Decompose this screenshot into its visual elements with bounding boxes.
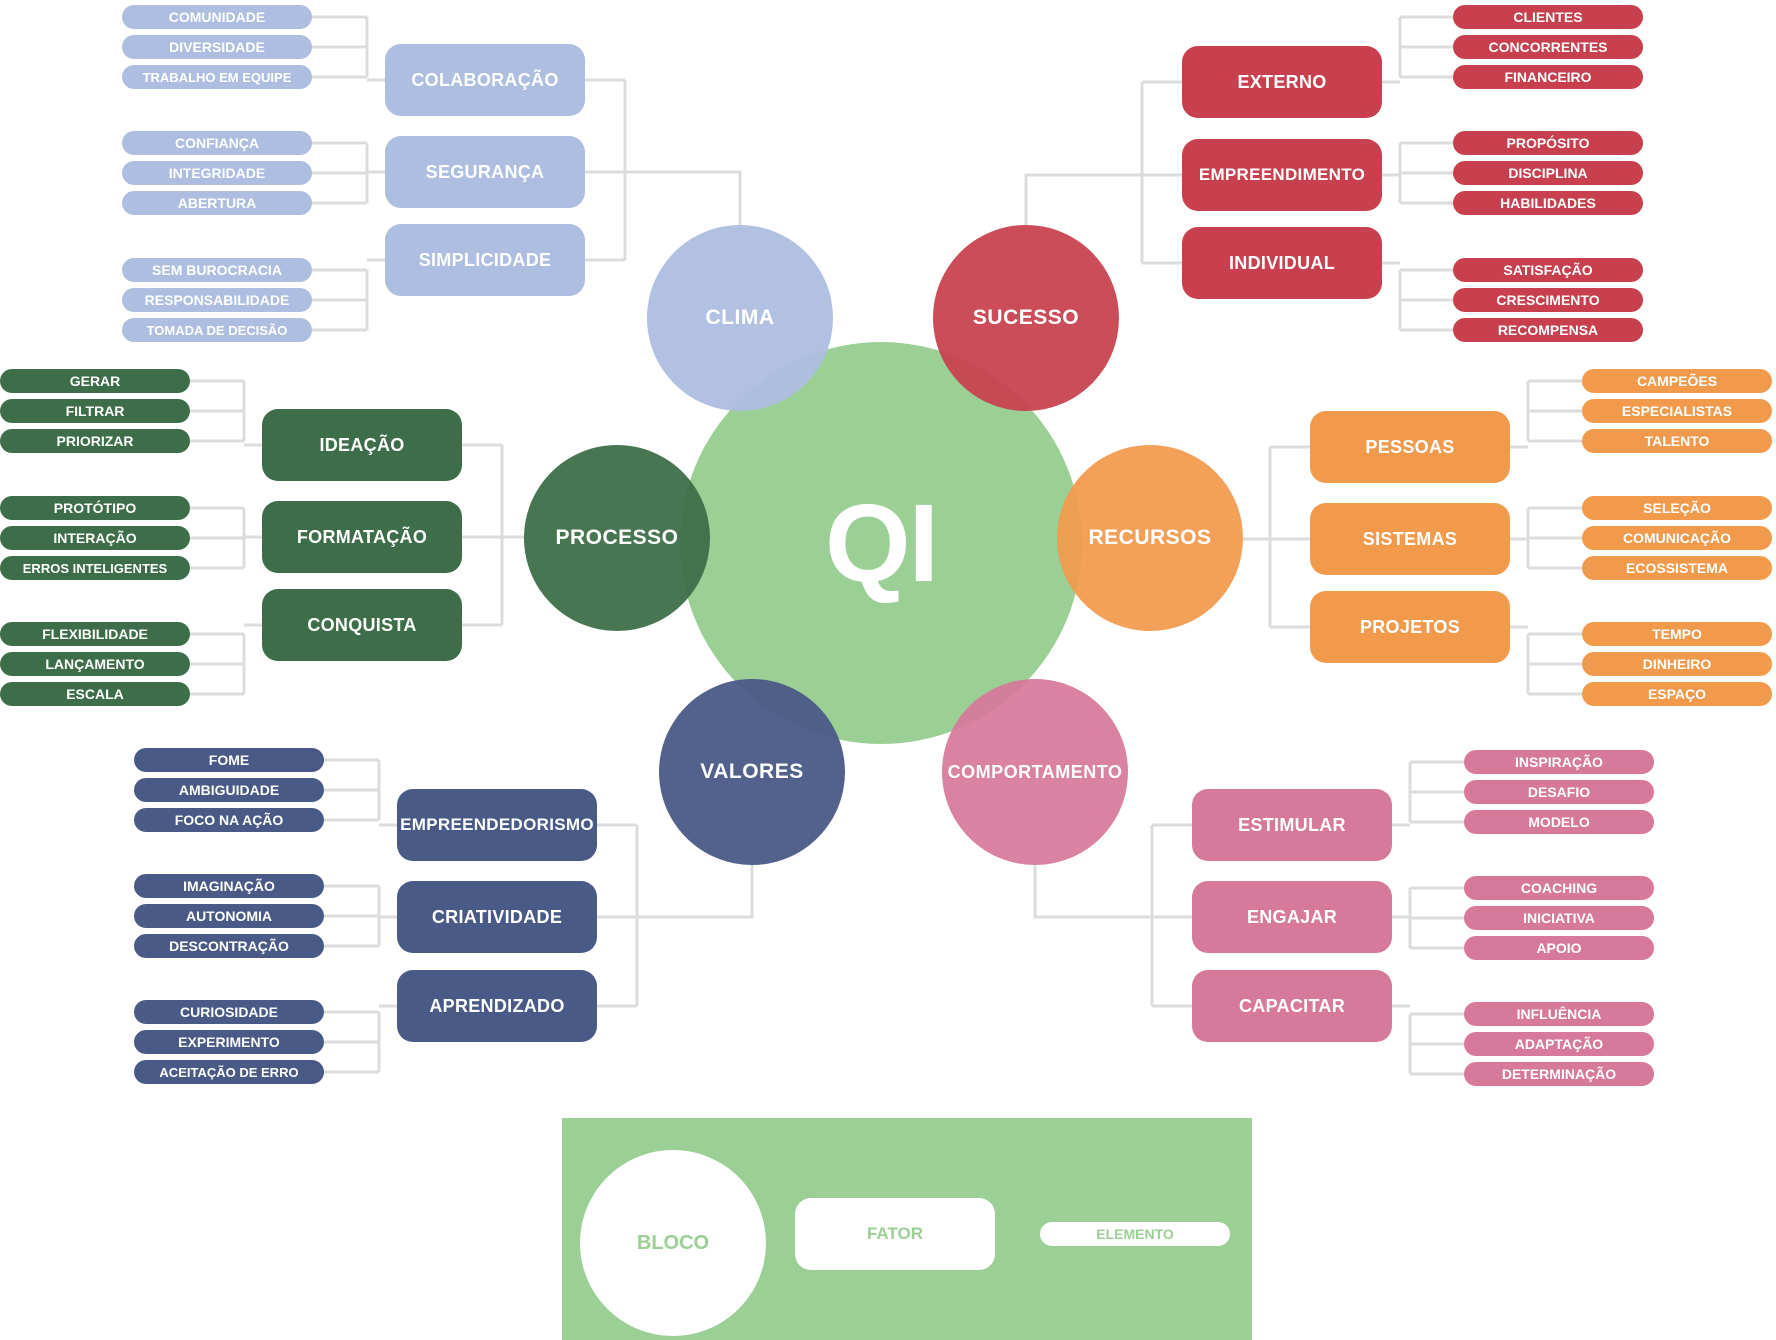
element-clima-2-1: RESPONSABILIDADE [122,288,312,312]
element-comportamento-1-2: APOIO [1464,936,1654,960]
block-link-valores [637,865,754,919]
block-link-sucesso [1024,173,1142,225]
factor-recursos-0: PESSOAS [1310,411,1510,483]
element-valores-0-1: AMBIGUIDADE [134,778,324,802]
factor-processo-1: FORMATAÇÃO [262,501,462,573]
factor-clima-0: COLABORAÇÃO [385,44,585,116]
element-clima-0-1: DIVERSIDADE [122,35,312,59]
element-clima-1-2: ABERTURA [122,191,312,215]
element-recursos-0-1: ESPECIALISTAS [1582,399,1772,423]
element-sucesso-2-1: CRESCIMENTO [1453,288,1643,312]
element-recursos-0-2: TALENTO [1582,429,1772,453]
element-sucesso-1-1: DISCIPLINA [1453,161,1643,185]
factor-processo-2: CONQUISTA [262,589,462,661]
element-sucesso-1-0: PROPÓSITO [1453,131,1643,155]
element-recursos-1-2: ECOSSISTEMA [1582,556,1772,580]
element-recursos-1-0: SELEÇÃO [1582,496,1772,520]
factor-valores-1: CRIATIVIDADE [397,881,597,953]
element-comportamento-0-2: MODELO [1464,810,1654,834]
element-processo-2-2: ESCALA [0,682,190,706]
block-circle-comportamento: COMPORTAMENTO [942,679,1128,865]
element-recursos-2-2: ESPAÇO [1582,682,1772,706]
element-recursos-0-0: CAMPEÕES [1582,369,1772,393]
element-processo-1-1: INTERAÇÃO [0,526,190,550]
block-circle-processo: PROCESSO [524,445,710,631]
factor-sucesso-1: EMPREENDIMENTO [1182,139,1382,211]
legend-fator: FATOR [795,1198,995,1270]
element-processo-0-0: GERAR [0,369,190,393]
element-sucesso-2-2: RECOMPENSA [1453,318,1643,342]
element-processo-1-0: PROTÓTIPO [0,496,190,520]
block-circle-valores: VALORES [659,679,845,865]
element-comportamento-1-1: INICIATIVA [1464,906,1654,930]
element-sucesso-1-2: HABILIDADES [1453,191,1643,215]
block-link-clima [625,170,742,225]
legend-bloco: BLOCO [580,1150,766,1336]
element-valores-0-0: FOME [134,748,324,772]
factor-sucesso-2: INDIVIDUAL [1182,227,1382,299]
element-clima-1-0: CONFIANÇA [122,131,312,155]
factor-sucesso-0: EXTERNO [1182,46,1382,118]
block-circle-clima: CLIMA [647,225,833,411]
element-clima-0-0: COMUNIDADE [122,5,312,29]
element-clima-1-1: INTEGRIDADE [122,161,312,185]
factor-processo-0: IDEAÇÃO [262,409,462,481]
element-comportamento-2-0: INFLUÊNCIA [1464,1002,1654,1026]
element-comportamento-0-0: INSPIRAÇÃO [1464,750,1654,774]
block-circle-sucesso: SUCESSO [933,225,1119,411]
element-processo-2-1: LANÇAMENTO [0,652,190,676]
element-valores-2-2: ACEITAÇÃO DE ERRO [134,1060,324,1084]
element-sucesso-0-2: FINANCEIRO [1453,65,1643,89]
element-sucesso-0-1: CONCORRENTES [1453,35,1643,59]
element-clima-2-0: SEM BUROCRACIA [122,258,312,282]
factor-valores-0: EMPREENDEDORISMO [397,789,597,861]
legend-box: BLOCO FATOR ELEMENTO [562,1118,1252,1340]
element-valores-1-1: AUTONOMIA [134,904,324,928]
element-valores-1-2: DESCONTRAÇÃO [134,934,324,958]
factor-comportamento-2: CAPACITAR [1192,970,1392,1042]
element-recursos-2-1: DINHEIRO [1582,652,1772,676]
element-processo-2-0: FLEXIBILIDADE [0,622,190,646]
element-valores-1-0: IMAGINAÇÃO [134,874,324,898]
element-processo-0-1: FILTRAR [0,399,190,423]
element-sucesso-0-0: CLIENTES [1453,5,1643,29]
factor-comportamento-1: ENGAJAR [1192,881,1392,953]
element-processo-1-2: ERROS INTELIGENTES [0,556,190,580]
factor-valores-2: APRENDIZADO [397,970,597,1042]
element-comportamento-0-1: DESAFIO [1464,780,1654,804]
factor-recursos-2: PROJETOS [1310,591,1510,663]
element-clima-0-2: TRABALHO EM EQUIPE [122,65,312,89]
block-circle-recursos: RECURSOS [1057,445,1243,631]
element-recursos-1-1: COMUNICAÇÃO [1582,526,1772,550]
element-valores-2-1: EXPERIMENTO [134,1030,324,1054]
factor-clima-1: SEGURANÇA [385,136,585,208]
element-sucesso-2-0: SATISFAÇÃO [1453,258,1643,282]
element-comportamento-2-2: DETERMINAÇÃO [1464,1062,1654,1086]
element-recursos-2-0: TEMPO [1582,622,1772,646]
element-clima-2-2: TOMADA DE DECISÃO [122,318,312,342]
factor-clima-2: SIMPLICIDADE [385,224,585,296]
element-valores-2-0: CURIOSIDADE [134,1000,324,1024]
block-link-comportamento [1033,865,1152,919]
element-comportamento-1-0: COACHING [1464,876,1654,900]
factor-comportamento-0: ESTIMULAR [1192,789,1392,861]
element-comportamento-2-1: ADAPTAÇÃO [1464,1032,1654,1056]
factor-recursos-1: SISTEMAS [1310,503,1510,575]
element-processo-0-2: PRIORIZAR [0,429,190,453]
legend-elemento: ELEMENTO [1040,1222,1230,1246]
element-valores-0-2: FOCO NA AÇÃO [134,808,324,832]
